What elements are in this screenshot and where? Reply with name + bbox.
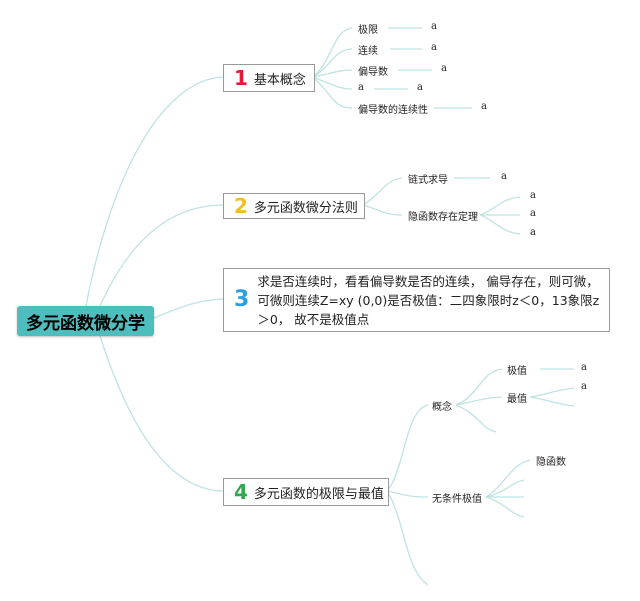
leaf-unconditional-extremum[interactable]: 无条件极值 <box>432 494 482 505</box>
branch-number-4: 4 <box>234 480 248 504</box>
leaf-partial-continuity[interactable]: 偏导数的连续性 <box>358 105 428 116</box>
branch-node-1[interactable]: 1 基本概念 <box>223 64 315 92</box>
leaf-a[interactable]: a <box>358 82 364 93</box>
root-node[interactable]: 多元函数微分学 <box>17 306 154 336</box>
leaf-limit[interactable]: 极限 <box>358 25 378 36</box>
root-label: 多元函数微分学 <box>26 313 145 334</box>
branch-node-4[interactable]: 4 多元函数的极限与最值 <box>223 478 389 506</box>
branch-label-3: 求是否连续时，看看偏导数是否的连续， 偏导存在，则可微，可微则连续Z=xy (0… <box>257 273 600 327</box>
leaf-max-min[interactable]: 最值 <box>507 394 527 405</box>
leaf-implicit-function[interactable]: 隐函数 <box>536 457 566 468</box>
branch-label-4: 多元函数的极限与最值 <box>253 486 384 502</box>
leaf-continuity-value: a <box>431 42 437 53</box>
branch-number-3: 3 <box>234 287 250 312</box>
branch-label-2: 多元函数微分法则 <box>253 200 358 216</box>
branch-node-2[interactable]: 2 多元函数微分法则 <box>223 193 365 219</box>
leaf-partial-derivative[interactable]: 偏导数 <box>358 67 388 78</box>
leaf-extremum[interactable]: 极值 <box>507 366 527 377</box>
leaf-concept[interactable]: 概念 <box>432 402 452 413</box>
leaf-partial-continuity-value: a <box>481 101 487 112</box>
leaf-a-value: a <box>417 82 423 93</box>
leaf-implicit-value-1: a <box>530 190 536 201</box>
leaf-chain-rule-value: a <box>501 171 507 182</box>
leaf-max-min-value: a <box>581 381 587 392</box>
branch-label-1: 基本概念 <box>253 72 306 88</box>
leaf-partial-derivative-value: a <box>441 63 447 74</box>
branch-number-2: 2 <box>234 194 248 218</box>
leaf-implicit-function-theorem[interactable]: 隐函数存在定理 <box>408 212 478 223</box>
branch-node-3[interactable]: 3 求是否连续时，看看偏导数是否的连续， 偏导存在，则可微，可微则连续Z=xy … <box>223 268 610 332</box>
leaf-continuity[interactable]: 连续 <box>358 46 378 57</box>
leaf-extremum-value: a <box>581 362 587 373</box>
leaf-limit-value: a <box>431 21 437 32</box>
leaf-chain-rule[interactable]: 链式求导 <box>408 175 448 186</box>
leaf-implicit-value-2: a <box>530 208 536 219</box>
leaf-implicit-value-3: a <box>530 227 536 238</box>
branch-number-1: 1 <box>234 66 248 90</box>
